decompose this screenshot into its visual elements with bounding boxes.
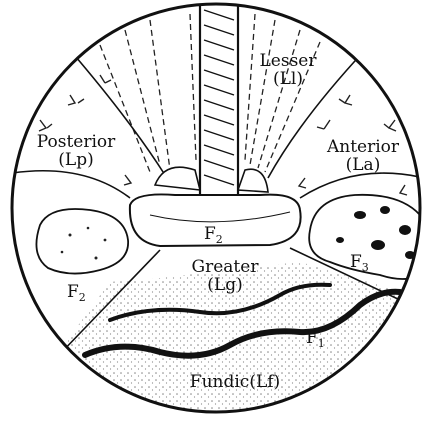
fold-f2l-letter: F xyxy=(67,282,79,302)
esophagus xyxy=(200,0,238,200)
label-posterior-name: Posterior xyxy=(30,133,122,151)
label-greater: Greater (Lg) xyxy=(180,258,270,294)
fold-f2l-sub: 2 xyxy=(79,291,86,304)
label-anterior-abbr: (La) xyxy=(318,156,408,174)
fold-f2-left xyxy=(36,209,128,274)
label-posterior: Posterior (Lp) xyxy=(30,133,122,169)
label-anterior: Anterior (La) xyxy=(318,138,408,174)
fold-f3-sub: 3 xyxy=(362,261,369,274)
label-fold-f1: F1 xyxy=(306,329,325,353)
label-fold-f2-central: F2 xyxy=(204,225,223,249)
label-fundic-abbr: (Lf) xyxy=(249,372,280,392)
label-greater-name: Greater xyxy=(180,258,270,276)
label-lesser-name: Lesser xyxy=(248,52,328,70)
cardia-fold-right xyxy=(238,169,268,192)
label-anterior-name: Anterior xyxy=(318,138,408,156)
fold-f1-sub: 1 xyxy=(318,337,325,350)
label-fundic-name: Fundic xyxy=(190,372,250,392)
label-lesser: Lesser (Ll) xyxy=(248,52,328,88)
label-posterior-abbr: (Lp) xyxy=(30,151,122,169)
fold-f3-letter: F xyxy=(350,252,362,272)
fold-f2c-letter: F xyxy=(204,224,216,244)
label-fundic: Fundic(Lf) xyxy=(175,373,295,391)
label-fold-f3: F3 xyxy=(350,253,369,277)
label-lesser-abbr: (Ll) xyxy=(248,70,328,88)
label-fold-f2-left: F2 xyxy=(67,283,86,307)
fold-f2c-sub: 2 xyxy=(216,233,223,246)
label-greater-abbr: (Lg) xyxy=(180,276,270,294)
fold-f1-letter: F xyxy=(306,328,318,348)
